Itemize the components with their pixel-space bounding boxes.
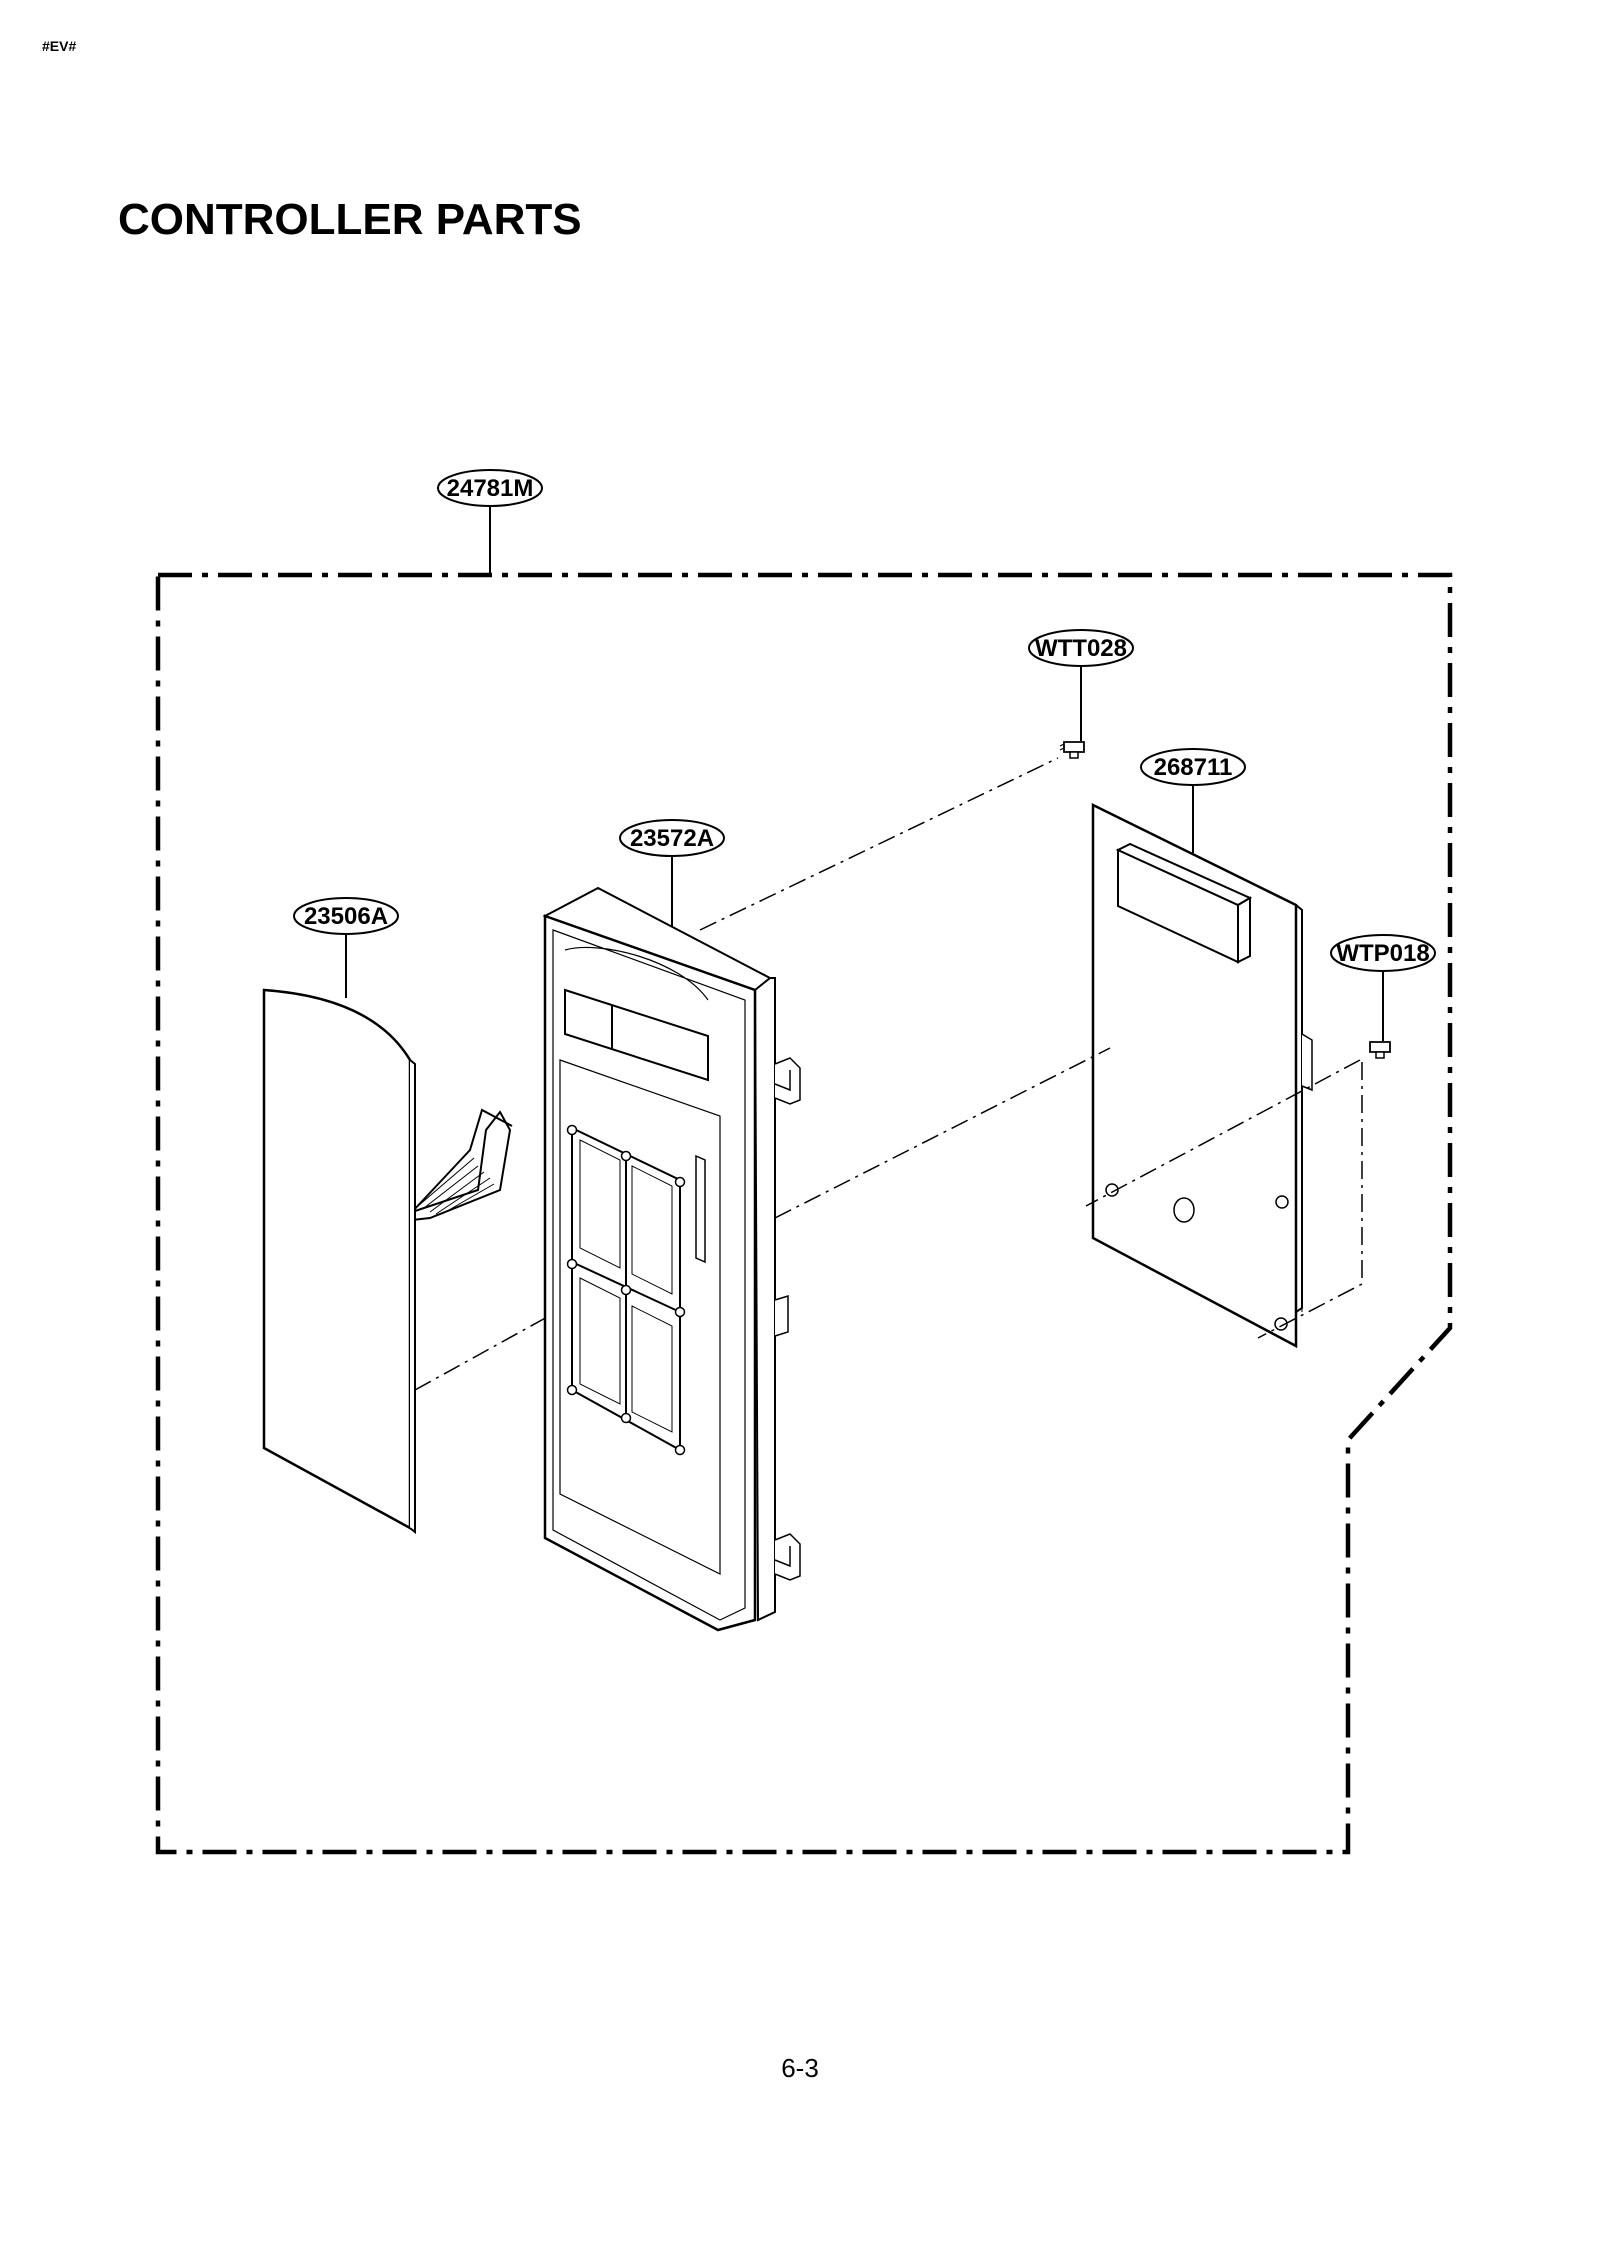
pcb-board — [1091, 802, 1313, 1349]
page-number: 6-3 — [781, 2053, 819, 2083]
callout-screw-side-label: WTP018 — [1336, 940, 1429, 967]
callout-screw-top-label: WTT028 — [1035, 635, 1127, 662]
membrane-sheet — [262, 988, 513, 1535]
callout-pcb: 268711 — [1140, 748, 1246, 786]
control-frame — [542, 886, 801, 1632]
callout-screw-top: WTT028 — [1028, 629, 1134, 667]
callout-assembly: 24781M — [437, 469, 543, 507]
callout-membrane: 23506A — [293, 897, 399, 935]
frame-pcb-alignment-bottom — [774, 1047, 1111, 1219]
screw-side — [1369, 1041, 1391, 1059]
callout-frame: 23572A — [619, 819, 725, 857]
assembly-boundary — [155, 572, 1453, 1855]
callout-frame-label: 23572A — [630, 825, 714, 852]
page-title: CONTROLLER PARTS — [118, 195, 582, 244]
frame-pcb-alignment-top — [699, 757, 1059, 931]
screw-side-alignment — [1085, 1059, 1363, 1339]
screw-top — [1059, 741, 1085, 759]
callout-assembly-label: 24781M — [447, 475, 534, 502]
callout-membrane-label: 23506A — [304, 903, 388, 930]
callout-pcb-label: 268711 — [1154, 754, 1233, 781]
header-code: #EV# — [42, 38, 77, 54]
callout-screw-side: WTP018 — [1330, 934, 1436, 972]
